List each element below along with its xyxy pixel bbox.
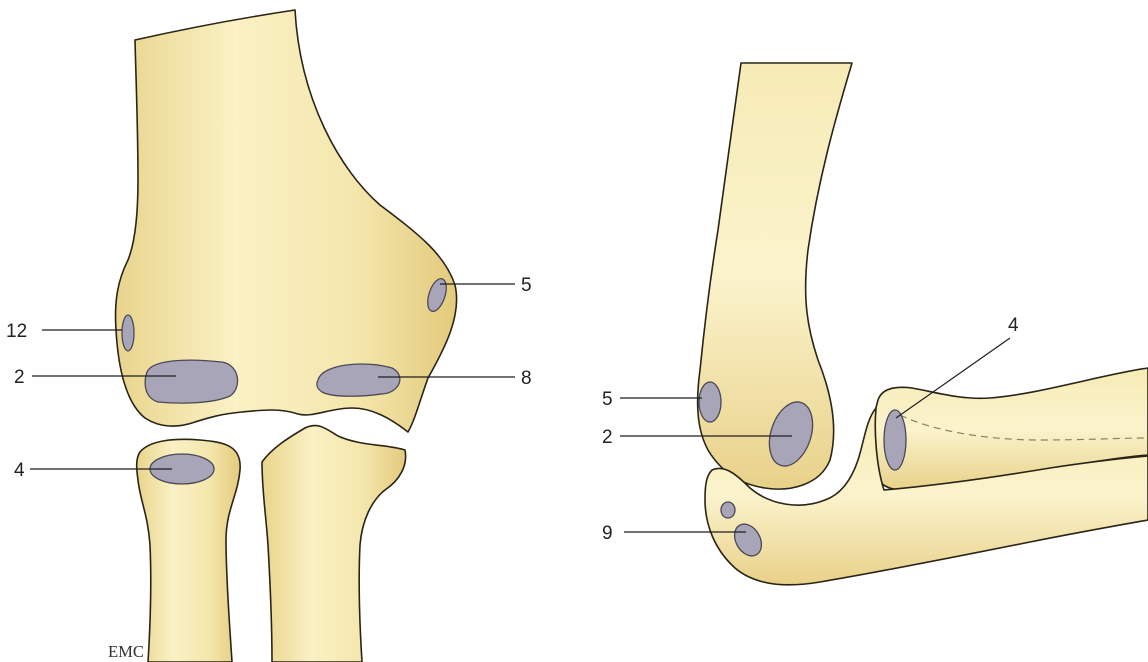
side-view: 5 2 9 4 <box>602 63 1148 585</box>
side-center-5 <box>699 382 721 422</box>
front-label-2: 2 <box>14 367 25 388</box>
side-label-2: 2 <box>602 427 613 448</box>
front-center-2 <box>145 360 237 403</box>
front-center-12 <box>122 315 134 351</box>
side-label-4: 4 <box>1008 315 1019 336</box>
front-label-4: 4 <box>14 460 25 481</box>
side-center-4 <box>884 410 906 470</box>
side-center-9-small <box>721 502 735 518</box>
side-label-9: 9 <box>602 523 613 544</box>
side-label-5: 5 <box>602 389 613 410</box>
front-ulna <box>262 426 406 662</box>
front-view: 12 2 4 5 8 EMC <box>6 10 532 662</box>
front-label-12: 12 <box>6 321 27 342</box>
emc-logo: EMC <box>108 642 144 661</box>
front-center-8 <box>317 364 400 396</box>
front-label-5: 5 <box>521 275 532 296</box>
front-label-8: 8 <box>521 368 532 389</box>
